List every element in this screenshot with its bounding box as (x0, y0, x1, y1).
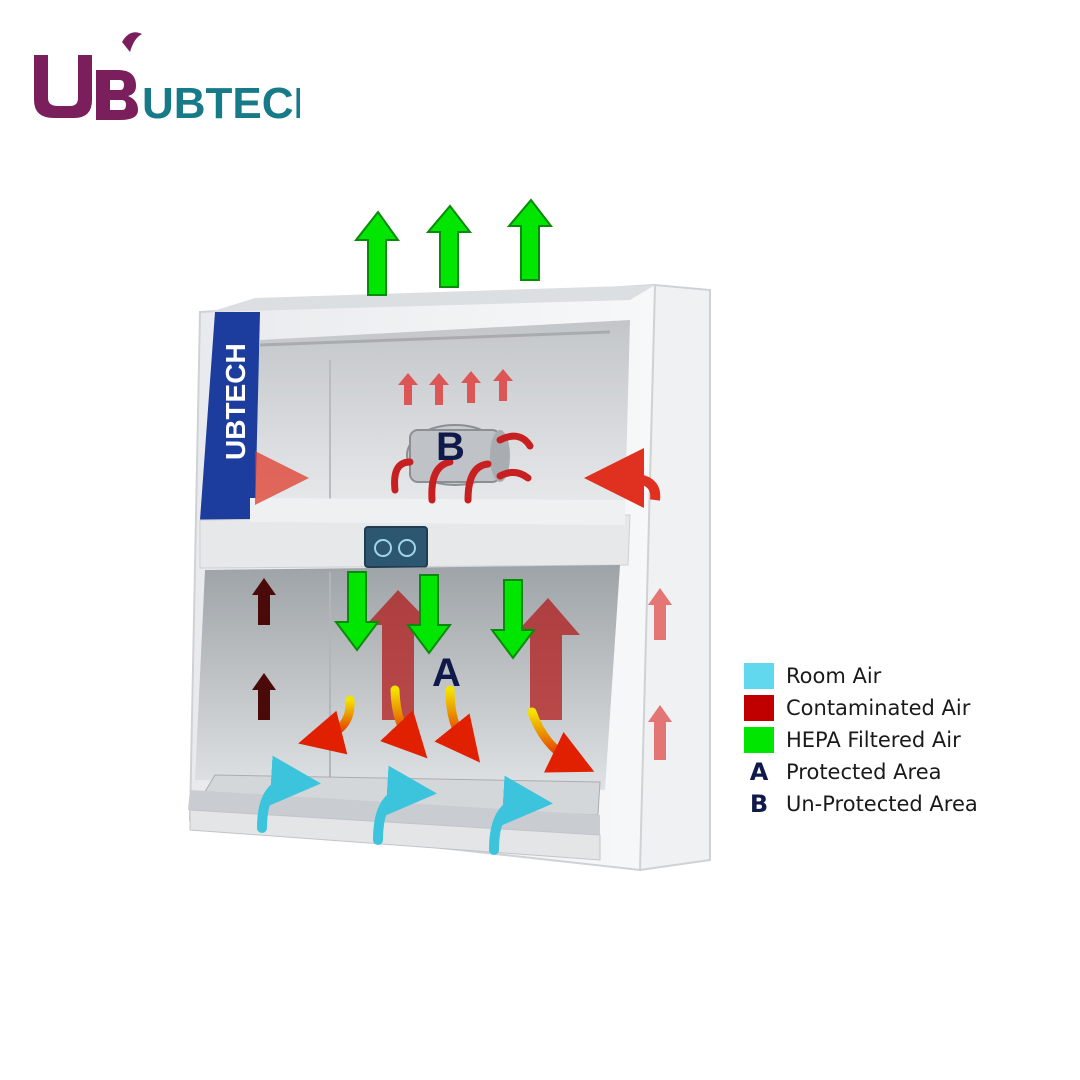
zone-b-label: B (436, 425, 465, 469)
legend-item-hepa-air: HEPA Filtered Air (744, 724, 1044, 756)
legend-item-room-air: Room Air (744, 660, 1044, 692)
legend-item-protected-area: A Protected Area (744, 756, 1044, 788)
zone-a-label: A (432, 651, 461, 695)
cabinet-side-logo: UBTECH (220, 343, 251, 460)
hepa-exhaust-arrows (353, 198, 554, 296)
contaminated-upflow-arrows (398, 369, 513, 405)
legend-item-contaminated-air: Contaminated Air (744, 692, 1044, 724)
side-return-arrow-right (584, 448, 661, 508)
contaminated-large-arrows (366, 590, 580, 720)
legend: Room Air Contaminated Air HEPA Filtered … (744, 660, 1044, 820)
logo-wordmark: UBTECH (142, 79, 300, 128)
room-air-swatch (744, 663, 774, 689)
room-air-intake-arrows (257, 755, 553, 855)
legend-letter-b: B (749, 790, 769, 818)
cabinet-blue-panel (200, 312, 260, 520)
side-panel-up-arrows (648, 588, 672, 760)
cabinet-top (210, 285, 655, 312)
contaminated-air-swatch (744, 695, 774, 721)
blower-intake-arrows (391, 432, 534, 504)
hepa-downflow-arrows (334, 571, 536, 660)
legend-item-unprotected-area: B Un-Protected Area (744, 788, 1044, 820)
hepa-air-swatch (744, 727, 774, 753)
upper-chamber (250, 320, 630, 510)
legend-letter-a: A (749, 758, 769, 786)
company-logo: UBTECH (30, 30, 325, 130)
left-chamber-arrows (252, 578, 276, 720)
control-display (364, 526, 428, 568)
exhaust-curve-arrows (298, 685, 595, 773)
